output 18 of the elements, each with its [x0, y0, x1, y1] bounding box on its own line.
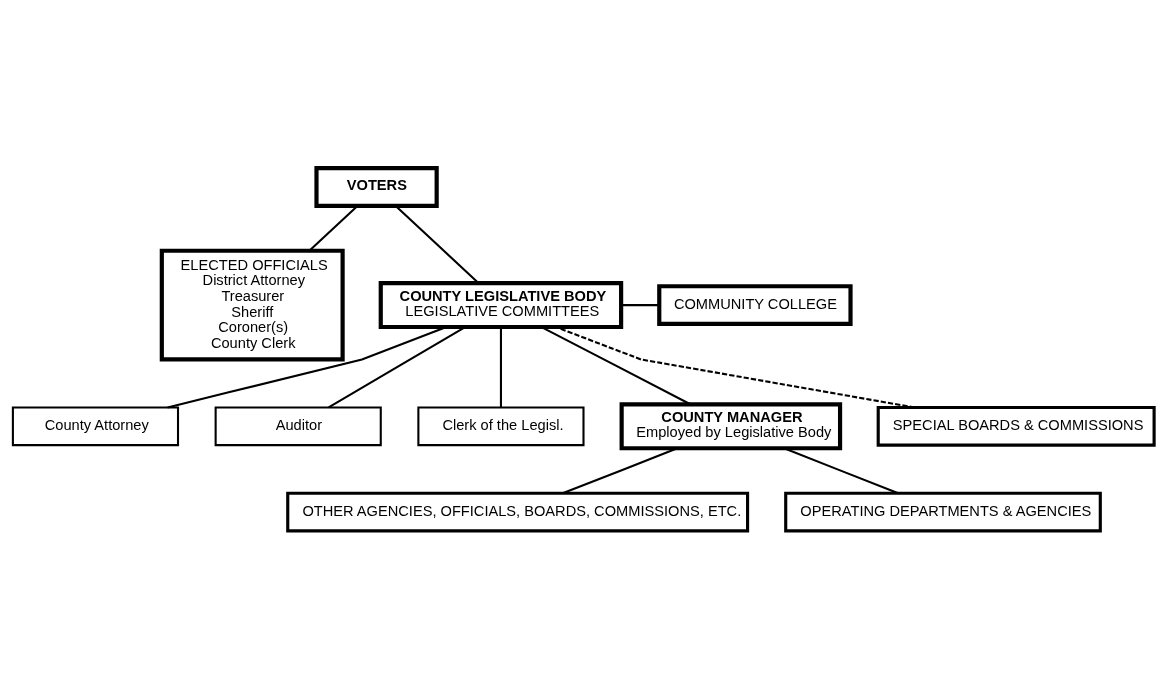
connector	[167, 325, 447, 408]
node-box: VOTERS	[314, 165, 439, 208]
connector	[783, 446, 898, 494]
node-box: COMMUNITY COLLEGE	[657, 283, 853, 326]
connector	[499, 326, 502, 407]
connector	[562, 446, 678, 494]
connector	[621, 303, 660, 306]
node-box: ELECTED OFFICIALS District Attorney Treasurer Sheriff Coroner(s) County Clerk	[159, 248, 345, 361]
node-box: County Attorney	[11, 405, 180, 446]
node-box: OTHER AGENCIES, OFFICIALS, BOARDS, COMMISSIONS, ETC.	[286, 491, 750, 532]
node-box: OPERATING DEPARTMENTS & AGENCIES	[784, 491, 1102, 532]
node-box: Auditor	[214, 405, 382, 446]
connector	[541, 325, 691, 405]
node-box: Clerk of the Legisl.	[417, 405, 585, 446]
connector	[555, 325, 915, 408]
node-box: COUNTY LEGISLATIVE BODY LEGISLATIVE COMMITTEES	[378, 280, 624, 329]
node-box: COUNTY MANAGER Employed by Legislative Body	[619, 401, 843, 450]
node-box: SPECIAL BOARDS & COMMISSIONS	[876, 405, 1156, 447]
